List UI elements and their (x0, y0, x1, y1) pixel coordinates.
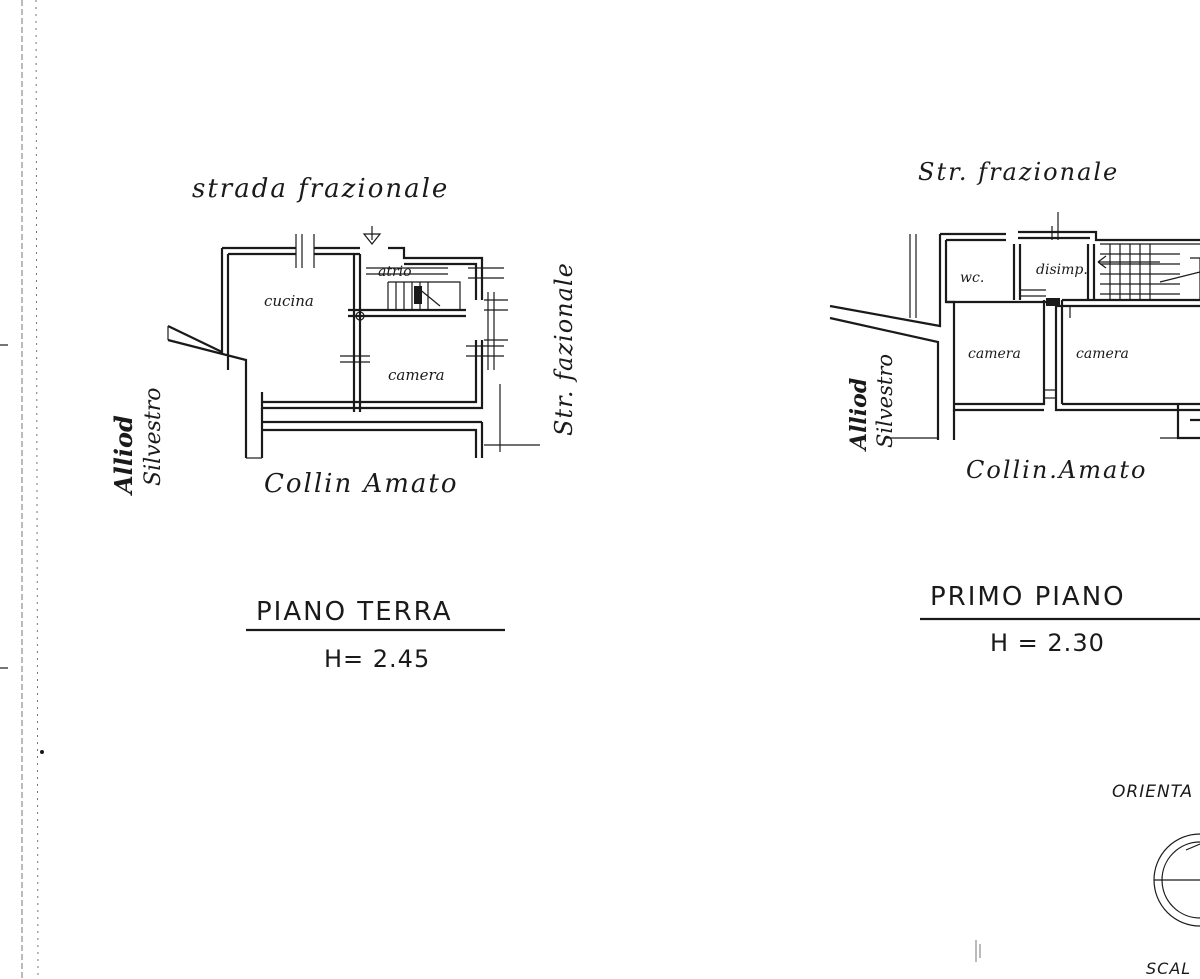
ground-neighbor-left-line1: Alliod (109, 415, 138, 496)
room-bedroom-a-label: camera (968, 346, 1021, 362)
room-wc-label: wc. (960, 270, 984, 286)
first-floor-title: PRIMO PIANO (930, 582, 1126, 612)
ground-neighbor-left-line2: Silvestro (141, 388, 166, 486)
room-bedroom-b-label: camera (1076, 346, 1129, 362)
ground-floor-height: H= 2.45 (324, 645, 430, 673)
ground-street-top-label: strada frazionale (192, 174, 449, 204)
first-floor-height: H = 2.30 (990, 629, 1105, 657)
scan-margin (0, 0, 44, 979)
ground-floor-title: PIANO TERRA (256, 597, 452, 627)
legend: ORIENTA SCAL (975, 782, 1200, 978)
orientation-label: ORIENTA (1112, 782, 1193, 802)
first-neighbor-left-line1: Alliod (846, 378, 872, 452)
room-atrium-label: atrio (378, 264, 412, 280)
first-street-top-label: Str. frazionale (918, 158, 1119, 186)
room-landing-label: disimp. (1036, 262, 1088, 278)
ground-street-right-label: Str. fazionale (550, 262, 578, 436)
ground-neighbor-bottom-label: Collin Amato (264, 469, 459, 499)
compass-icon (1153, 833, 1200, 927)
entrance-arrow-icon (362, 226, 382, 245)
room-bedroom-label: camera (388, 366, 445, 384)
room-kitchen-label: cucina (264, 292, 314, 310)
first-floor-plan: Str. frazionale wc. disimp. camera camer… (829, 158, 1200, 657)
ground-floor-plan: strada frazionale cucina atri (109, 174, 578, 673)
first-neighbor-left-line2: Silvestro (873, 354, 897, 448)
scale-label: SCAL (1146, 959, 1191, 978)
first-neighbor-bottom-label: Collin.Amato (966, 456, 1147, 484)
